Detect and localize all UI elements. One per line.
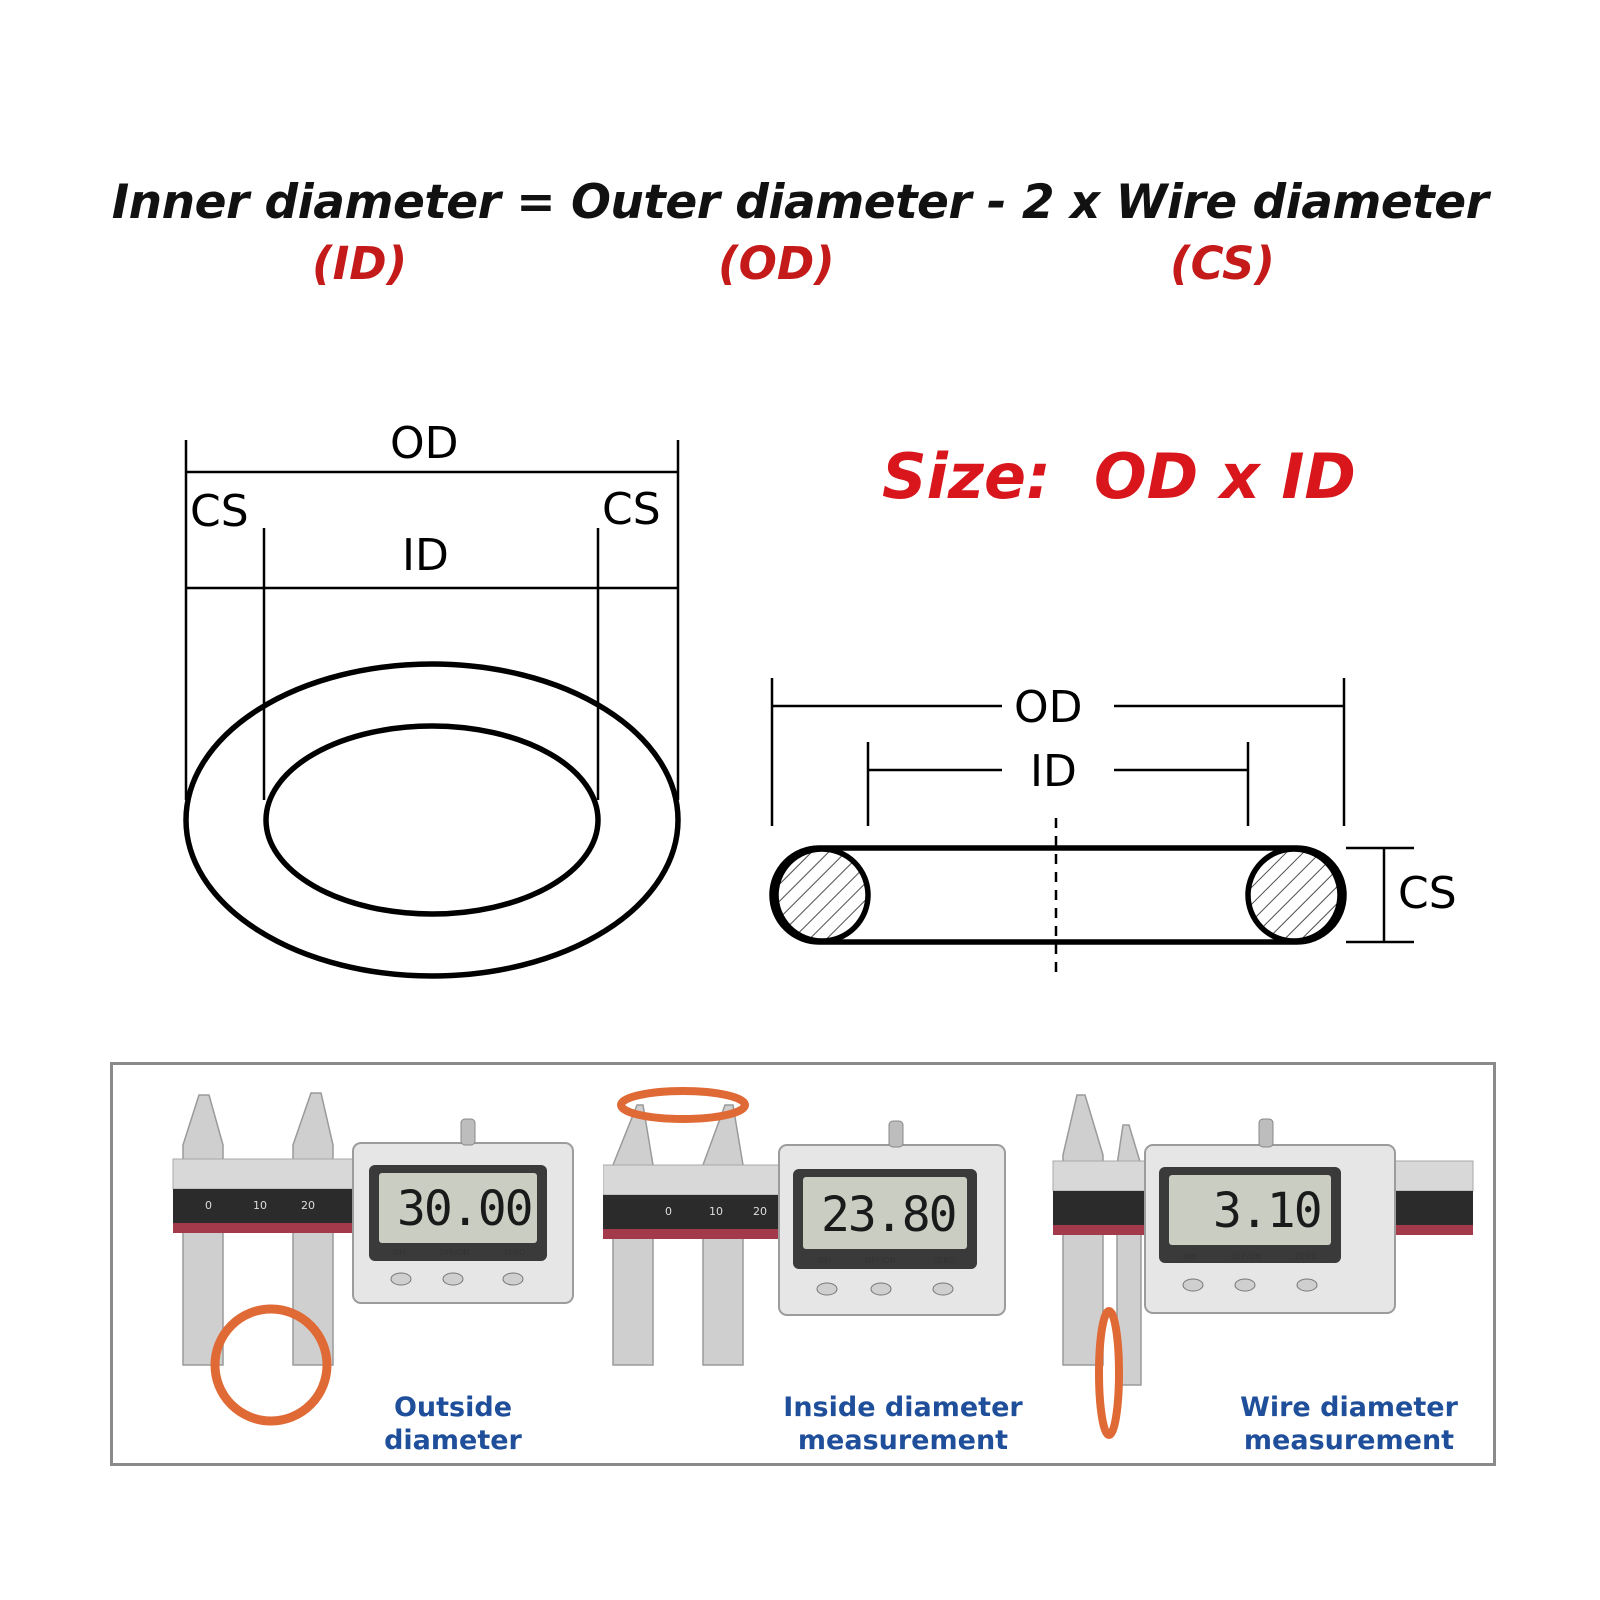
svg-text:ZERO: ZERO [503, 1248, 525, 1257]
scale-tick-10: 10 [253, 1199, 267, 1212]
od-abbreviation: (OD) [718, 237, 835, 290]
top-id-label: ID [402, 530, 449, 581]
svg-text:ZERO: ZERO [1295, 1252, 1317, 1261]
caption-line2: measurement [1243, 1425, 1455, 1456]
svg-text:10: 10 [709, 1205, 723, 1218]
orange-oring [210, 1304, 332, 1426]
wire-diameter-caption: Wire diameter measurement [1219, 1391, 1479, 1457]
inner-ring-outline [263, 723, 601, 917]
caliper-inside: 0 10 20 23.80 INH OFF/ON ZERO [603, 1087, 1006, 1366]
svg-text:INH: INH [817, 1256, 831, 1265]
svg-text:INH: INH [1183, 1252, 1197, 1261]
top-cs-right-label: CS [602, 484, 661, 535]
cross-section-left [773, 846, 871, 944]
formula-text: Inner diameter = Outer diameter - 2 x Wi… [111, 175, 1489, 230]
cross-section-body [769, 845, 1347, 945]
svg-text:0: 0 [665, 1205, 672, 1218]
orange-oring [617, 1087, 749, 1123]
scale-tick-0: 0 [205, 1199, 212, 1212]
oring-dimension-diagram [183, 440, 1414, 979]
svg-text:INH: INH [391, 1248, 405, 1257]
side-id-label: ID [1030, 746, 1077, 797]
inside-diameter-caption: Inside diameter measurement [773, 1391, 1033, 1457]
cross-section-right [1245, 846, 1343, 944]
formula-block: Inner diameter = Outer diameter - 2 x Wi… [0, 175, 1600, 315]
svg-text:OFF/ON: OFF/ON [1231, 1252, 1261, 1261]
caption-line1: Outside diameter [384, 1392, 522, 1456]
side-cs-label: CS [1398, 868, 1457, 919]
orange-oring [1095, 1307, 1123, 1439]
caption-line1: Wire diameter [1240, 1392, 1458, 1423]
scale-tick-20: 20 [301, 1199, 315, 1212]
svg-text:OFF/ON: OFF/ON [439, 1248, 469, 1257]
caliper-wire: 3.10 INH OFF/ON ZERO [1052, 1094, 1474, 1439]
id-abbreviation: (ID) [312, 237, 408, 290]
caption-line1: Inside diameter [783, 1392, 1023, 1423]
side-view-diagram [769, 678, 1414, 976]
size-label: Size: OD x ID [882, 440, 1356, 513]
cs-abbreviation: (CS) [1170, 237, 1275, 290]
measurement-photo-panel: 0 10 20 30.00 INH OFF/ON ZERO 0 10 20 23… [110, 1062, 1496, 1466]
side-od-label: OD [1014, 682, 1083, 733]
top-cs-left-label: CS [190, 486, 249, 537]
outer-ring-outline [183, 661, 681, 979]
lcd-reading: 3.10 [1213, 1183, 1321, 1239]
caliper-outside: 0 10 20 30.00 INH OFF/ON ZERO [172, 1092, 574, 1426]
top-od-label: OD [390, 418, 459, 469]
caption-line2: measurement [323, 1457, 583, 1463]
outside-diameter-caption: Outside diameter measurement [323, 1391, 583, 1463]
svg-text:OFF/ON: OFF/ON [865, 1256, 895, 1265]
caption-line2: measurement [797, 1425, 1009, 1456]
svg-text:ZERO: ZERO [933, 1256, 955, 1265]
top-view-diagram [183, 440, 681, 979]
lcd-reading: 30.00 [397, 1181, 532, 1237]
svg-text:20: 20 [753, 1205, 767, 1218]
lcd-reading: 23.80 [821, 1187, 956, 1243]
